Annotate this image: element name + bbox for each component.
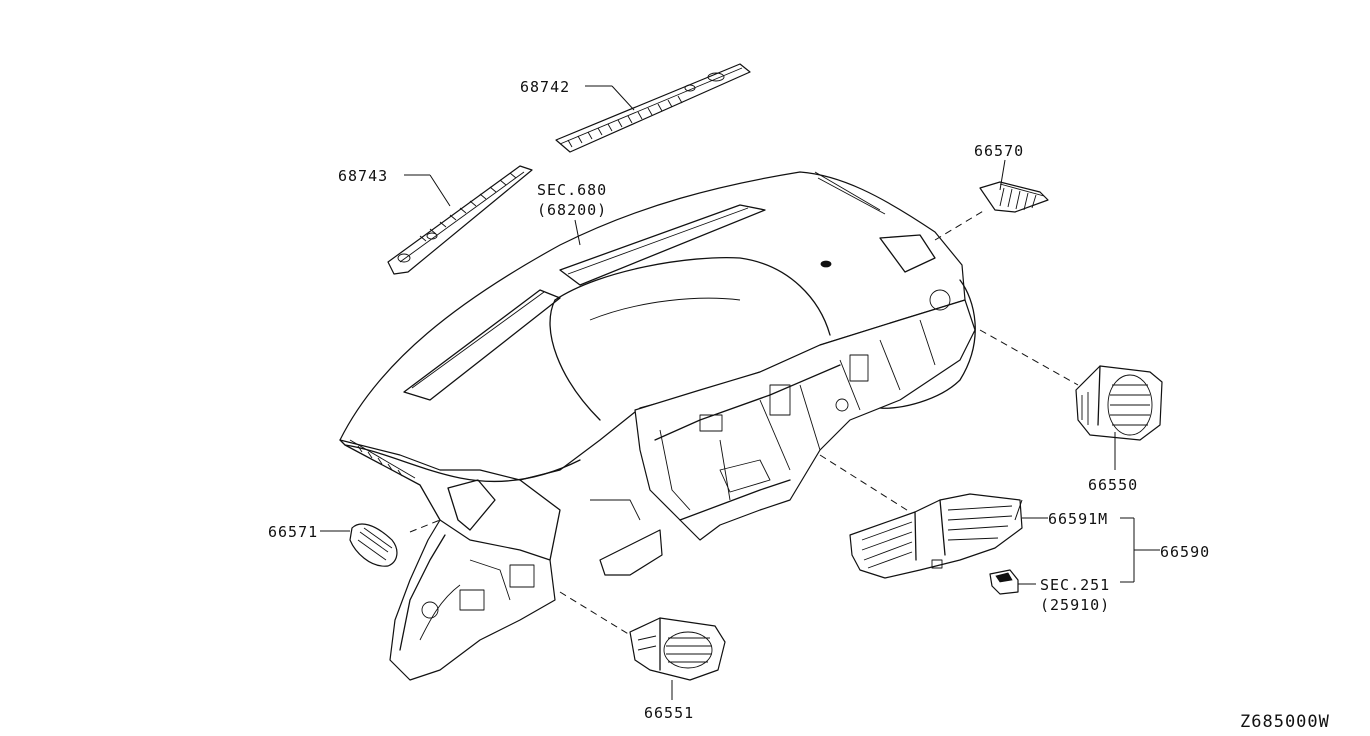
diagram-code: Z685000W bbox=[1240, 712, 1330, 732]
part-66550-vent bbox=[1075, 365, 1163, 441]
label-sec680: SEC.680 bbox=[537, 181, 607, 199]
part-68743-defroster-grille bbox=[387, 165, 533, 275]
part-66590-center-vent-assembly bbox=[849, 493, 1023, 579]
label-68742: 68742 bbox=[520, 78, 570, 96]
label-66571: 66571 bbox=[268, 523, 318, 541]
label-66591m: 66591M bbox=[1048, 510, 1108, 528]
switch-sec251 bbox=[989, 569, 1019, 595]
label-68743: 68743 bbox=[338, 167, 388, 185]
label-sec680-sub: (68200) bbox=[537, 201, 607, 219]
label-66590: 66590 bbox=[1160, 543, 1210, 561]
instrument-panel-frame bbox=[599, 279, 976, 576]
alignment-lines bbox=[409, 209, 1079, 636]
part-66571-side-vent bbox=[349, 523, 398, 567]
part-66551-vent bbox=[629, 617, 726, 681]
instrument-panel-assembly bbox=[339, 171, 966, 531]
label-sec251-sub: (25910) bbox=[1040, 596, 1110, 614]
label-66570: 66570 bbox=[974, 142, 1024, 160]
part-68742-defroster-grille bbox=[555, 63, 751, 153]
part-66570-side-vent bbox=[979, 181, 1049, 213]
label-66551: 66551 bbox=[644, 704, 694, 722]
label-66550: 66550 bbox=[1088, 476, 1138, 494]
leader-lines bbox=[320, 85, 1160, 700]
instrument-panel-left-side bbox=[339, 439, 641, 681]
label-sec251: SEC.251 bbox=[1040, 576, 1110, 594]
